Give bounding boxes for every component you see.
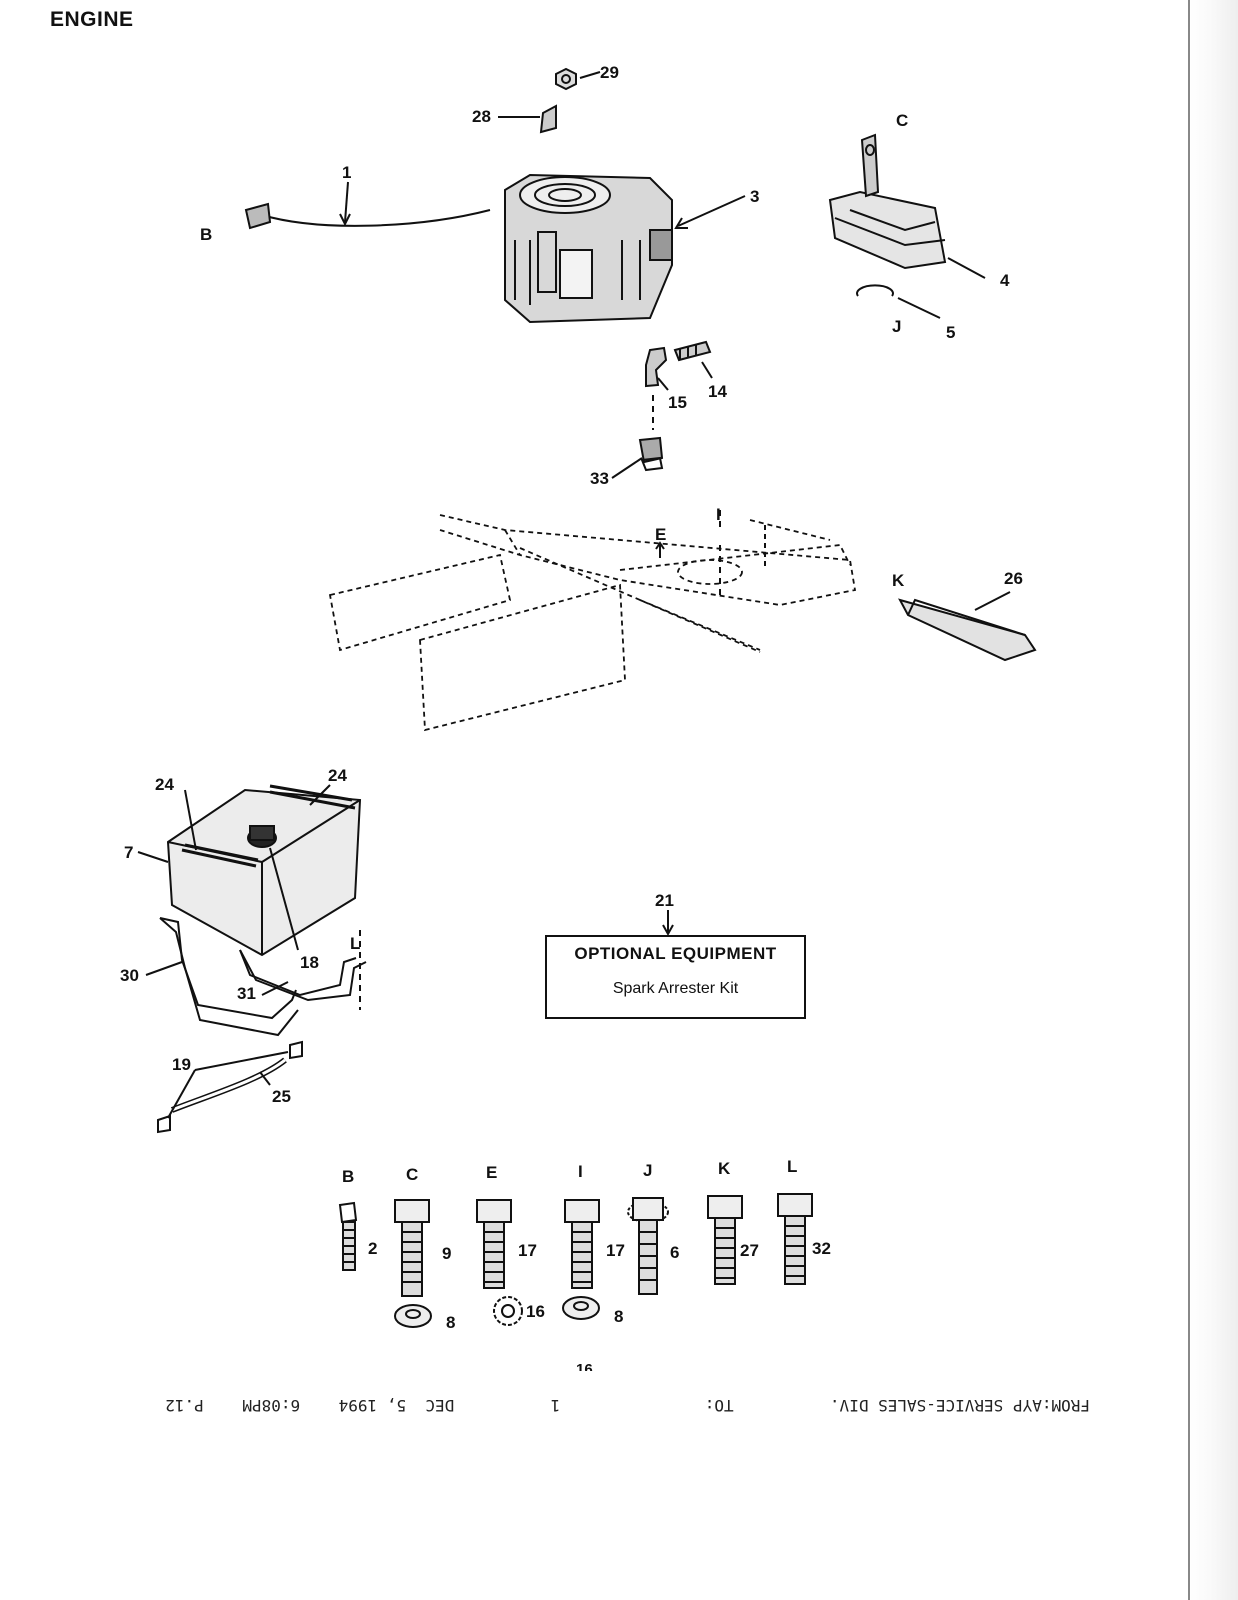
callout-3: 3 — [750, 187, 760, 206]
hardware-letter-E: E — [486, 1163, 498, 1182]
hardware-number-6: 6 — [670, 1243, 680, 1262]
fuel-tank-icon — [166, 784, 362, 957]
callout-1: 1 — [342, 163, 352, 182]
scan-edge — [1188, 0, 1238, 1600]
washer-number-8a: 8 — [446, 1313, 456, 1332]
hardware-letter-K: K — [718, 1159, 731, 1178]
callout-15: 15 — [668, 393, 687, 412]
page-title: ENGINE — [50, 8, 134, 31]
callout-29: 29 — [600, 63, 619, 82]
bolt-L-icon — [777, 1193, 813, 1285]
hardware-letter-I: I — [578, 1162, 583, 1181]
bolt-I-icon — [564, 1199, 600, 1289]
callout-26: 26 — [1004, 569, 1023, 588]
callout-5: 5 — [946, 323, 956, 342]
pipe-nipple-icon — [673, 340, 712, 362]
engine-icon — [504, 173, 673, 324]
callout-18: 18 — [300, 953, 319, 972]
hardware-letter-L: L — [787, 1157, 798, 1176]
bolt-J-icon — [627, 1197, 669, 1295]
callout-31: 31 — [237, 984, 256, 1003]
callout-24b: 24 — [328, 766, 347, 785]
callout-J: J — [892, 317, 902, 336]
hose-clamp-icon — [157, 1114, 171, 1134]
hardware-number-2: 2 — [368, 1239, 378, 1258]
frame-outline — [328, 514, 857, 732]
washer-8b-icon — [562, 1296, 600, 1320]
bolt-B-icon — [338, 1201, 358, 1271]
callout-21: 21 — [655, 891, 674, 910]
callout-24a: 24 — [155, 775, 174, 794]
hardware-letter-J: J — [643, 1161, 653, 1180]
callout-25: 25 — [272, 1087, 291, 1106]
washer-number-16: 16 — [526, 1302, 545, 1321]
hardware-letter-B: B — [342, 1167, 355, 1186]
hardware-number-17b: 17 — [606, 1241, 625, 1260]
muffler-icon — [828, 133, 947, 270]
clip-28-icon — [539, 104, 557, 134]
callout-E: E — [655, 525, 667, 544]
optional-equipment-box: OPTIONAL EQUIPMENT Spark Arrester Kit — [545, 935, 806, 1019]
bolt-K-icon — [707, 1195, 743, 1285]
bolt-C-icon — [394, 1199, 430, 1297]
callout-C: C — [896, 111, 909, 130]
hardware-number-27: 27 — [740, 1241, 759, 1260]
callout-7: 7 — [124, 843, 134, 862]
callout-33: 33 — [590, 469, 609, 488]
callout-30: 30 — [120, 966, 139, 985]
callout-4: 4 — [1000, 271, 1010, 290]
callout-L: L — [350, 934, 361, 953]
cable-bracket-icon — [244, 202, 272, 230]
hardware-number-32: 32 — [812, 1239, 831, 1258]
hardware-letter-C: C — [406, 1165, 419, 1184]
hardware-number-17a: 17 — [518, 1241, 537, 1260]
callout-K: K — [892, 571, 905, 590]
callout-28: 28 — [472, 107, 491, 126]
nut-29-icon — [555, 67, 577, 91]
hose-clamp-icon — [289, 1040, 303, 1060]
tank-strap-icon — [159, 917, 367, 1037]
lockwasher-16-icon — [493, 1296, 523, 1326]
elbow-icon — [645, 346, 668, 388]
page-number: 16 — [576, 1362, 593, 1371]
heat-shield-icon — [898, 598, 1037, 662]
drain-plug-icon — [638, 436, 664, 472]
callout-I: I — [716, 505, 721, 524]
hardware-number-9: 9 — [442, 1244, 452, 1263]
spark-arrester-kit-label: Spark Arrester Kit — [612, 980, 739, 997]
optional-equipment-title: OPTIONAL EQUIPMENT — [574, 944, 777, 963]
callout-14: 14 — [708, 382, 727, 401]
callout-19: 19 — [172, 1055, 191, 1074]
bolt-E-icon — [476, 1199, 512, 1289]
washer-number-8b: 8 — [614, 1307, 624, 1326]
callout-B: B — [200, 225, 213, 244]
fax-header-inverted: FROM:AYP SERVICE-SALES DIV. TO: 1 DEC 5,… — [165, 1396, 1090, 1415]
washer-8-icon — [394, 1304, 432, 1328]
